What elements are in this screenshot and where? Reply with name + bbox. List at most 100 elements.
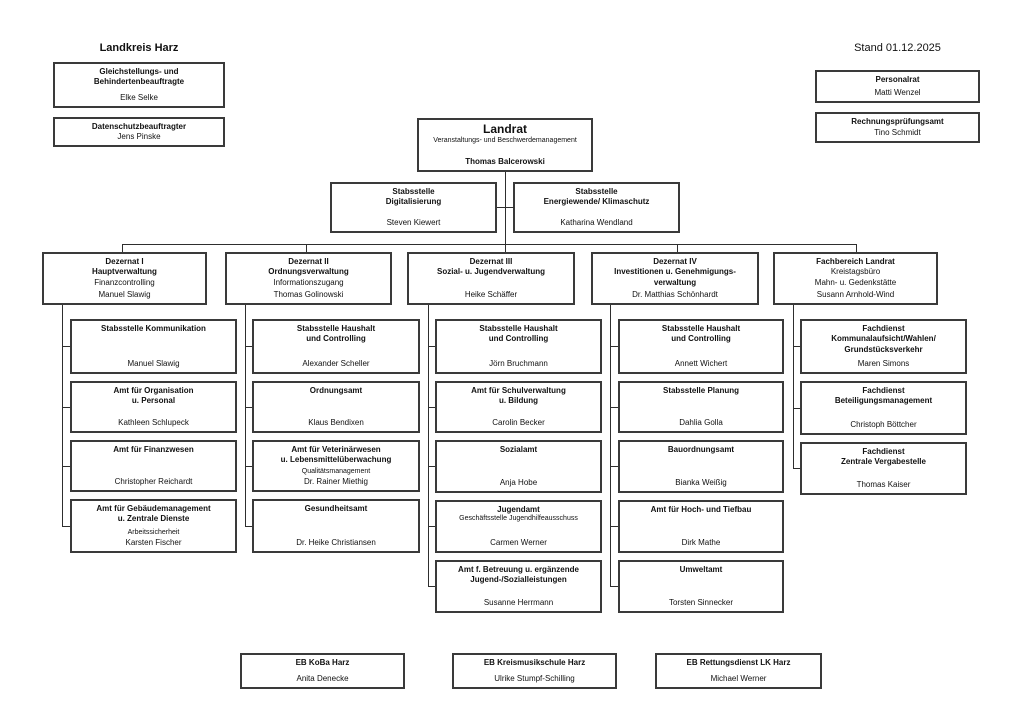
box-title: Fachdienst Kommunalaufsicht/Wahlen/ Grun… [831, 324, 936, 354]
box-eb-rettungsdienst: EB Rettungsdienst LK Harz Michael Werner [655, 653, 822, 689]
box-name: Dr. Matthias Schönhardt [632, 290, 718, 299]
box-name: Ulrike Stumpf-Schilling [494, 674, 575, 683]
box-sub: Informationszugang [273, 277, 344, 287]
connector-col1-trunk [62, 305, 63, 526]
connector-col3-stub [428, 466, 435, 467]
box-bauordnungsamt: Bauordnungsamt Bianka Weißig [618, 440, 784, 493]
box-title: Amt für Schulverwaltung u. Bildung [471, 386, 566, 406]
connector-col3-trunk [428, 305, 429, 586]
box-name: Christopher Reichardt [114, 477, 193, 486]
box-title: Bauordnungsamt [667, 445, 735, 454]
box-name: Klaus Bendixen [308, 418, 364, 427]
box-title-group: Fachbereich Landrat Kreistagsbüro Mahn- … [815, 257, 896, 288]
connector-col5-stub [793, 468, 800, 469]
box-datenschutzbeauftragter: Datenschutzbeauftragter Jens Pinske [53, 117, 225, 147]
chart-date: Stand 01.12.2025 [854, 42, 941, 54]
box-dezernat-3: Dezernat III Sozial- u. Jugendverwaltung… [407, 252, 575, 305]
box-name: Annett Wichert [674, 359, 728, 368]
box-name: Dr. Rainer Miethig [303, 477, 368, 486]
box-name: Jens Pinske [117, 132, 161, 142]
box-name: Susanne Herrmann [483, 598, 554, 607]
box-sub: Finanzcontrolling [94, 277, 155, 287]
box-name: Kathleen Schlupeck [118, 418, 189, 427]
box-sub: Geschäftsstelle Jugendhilfeausschuss [459, 515, 578, 523]
box-name: Elke Selke [120, 93, 158, 102]
box-name: Carmen Werner [490, 538, 547, 547]
box-stabsstelle-haushalt-d2: Stabsstelle Haushalt und Controlling Ale… [252, 319, 420, 374]
box-name: Manuel Slawig [127, 359, 180, 368]
connector-col2-stub [245, 466, 252, 467]
box-name: Dahlia Golla [679, 418, 723, 427]
connector-landrat-trunk [505, 172, 506, 252]
box-stabsstelle-planung: Stabsstelle Planung Dahlia Golla [618, 381, 784, 433]
box-stabsstelle-haushalt-d3: Stabsstelle Haushalt und Controlling Jör… [435, 319, 602, 374]
box-title: Ordnungsamt [309, 386, 363, 395]
box-amt-gebaeudemanagement: Amt für Gebäudemanagement u. Zentrale Di… [70, 499, 237, 553]
box-name: Torsten Sinnecker [668, 598, 734, 607]
connector-col4-stub [610, 526, 618, 527]
box-landrat: Landrat Veranstaltungs- und Beschwerdema… [417, 118, 593, 172]
box-stabsstelle-haushalt-d4: Stabsstelle Haushalt und Controlling Ann… [618, 319, 784, 374]
box-sozialamt: Sozialamt Anja Hobe [435, 440, 602, 493]
box-stabsstelle-energiewende: Stabsstelle Energiewende/ Klimaschutz Ka… [513, 182, 680, 233]
box-amt-veterinaerwesen: Amt für Veterinärwesen u. Lebensmittelüb… [252, 440, 420, 492]
box-name: Christoph Böttcher [850, 420, 917, 429]
box-name: Steven Kiewert [386, 218, 441, 227]
box-name: Thomas Balcerowski [465, 157, 545, 166]
box-title: Dezernat II Ordnungsverwaltung [268, 257, 349, 277]
connector-col1-stub [62, 346, 70, 347]
box-name: Alexander Scheller [302, 359, 370, 368]
box-title: Amt für Organisation u. Personal [113, 386, 194, 406]
box-title: Fachdienst Beteiligungsmanagement [834, 386, 933, 406]
box-name: Thomas Kaiser [856, 480, 911, 489]
box-eb-koba-harz: EB KoBa Harz Anita Denecke [240, 653, 405, 689]
box-amt-organisation-personal: Amt für Organisation u. Personal Kathlee… [70, 381, 237, 433]
box-name: Heike Schäffer [464, 290, 518, 299]
box-name: Jörn Bruchmann [489, 359, 548, 368]
box-amt-finanzwesen: Amt für Finanzwesen Christopher Reichard… [70, 440, 237, 492]
box-dezernat-4: Dezernat IV Investitionen u. Genehmigung… [591, 252, 759, 305]
box-sub: Veranstaltungs- und Beschwerdemanagement [433, 136, 577, 144]
box-umweltamt: Umweltamt Torsten Sinnecker [618, 560, 784, 613]
box-title: Umweltamt [679, 565, 723, 574]
box-fachdienst-kommunalaufsicht: Fachdienst Kommunalaufsicht/Wahlen/ Grun… [800, 319, 967, 374]
box-title: Dezernat IV Investitionen u. Genehmigung… [614, 257, 736, 287]
connector-stub-d2 [306, 244, 307, 252]
box-title: Fachdienst Zentrale Vergabestelle [841, 447, 926, 467]
box-fachdienst-beteiligungsmanagement: Fachdienst Beteiligungsmanagement Christ… [800, 381, 967, 435]
box-title: Stabsstelle Digitalisierung [385, 187, 442, 207]
box-dezernat-1: Dezernat I Hauptverwaltung Finanzcontrol… [42, 252, 207, 305]
box-fachbereich-landrat: Fachbereich Landrat Kreistagsbüro Mahn- … [773, 252, 938, 305]
box-name: Maren Simons [857, 359, 910, 368]
box-name: Dirk Mathe [681, 538, 721, 547]
box-bottom-group: Qualitätsmanagement Dr. Rainer Miethig [302, 468, 370, 487]
chart-title: Landkreis Harz [99, 42, 179, 54]
box-name: Thomas Golinowski [273, 290, 344, 299]
box-name: Katharina Wendland [560, 218, 633, 227]
connector-col1-stub [62, 466, 70, 467]
connector-stub-fb [856, 244, 857, 252]
box-name: Carolin Becker [492, 418, 545, 427]
box-title: EB Rettungsdienst LK Harz [686, 658, 791, 667]
box-name: Dr. Heike Christiansen [296, 538, 376, 547]
box-title: Amt für Finanzwesen [113, 445, 194, 454]
box-title: Amt für Hoch- und Tiefbau [650, 505, 752, 514]
box-title-group: Landrat Veranstaltungs- und Beschwerdema… [433, 122, 577, 146]
box-title: EB Kreismusikschule Harz [483, 658, 586, 667]
box-title: Dezernat I Hauptverwaltung [92, 257, 157, 277]
box-bottom-group: Arbeitssicherheit Karsten Fischer [125, 529, 181, 548]
box-title-group: Dezernat I Hauptverwaltung Finanzcontrol… [92, 257, 157, 288]
box-name: Anja Hobe [499, 478, 538, 487]
box-title: Fachbereich Landrat [816, 257, 895, 266]
box-name: Matti Wenzel [874, 88, 921, 97]
box-amt-hoch-tiefbau: Amt für Hoch- und Tiefbau Dirk Mathe [618, 500, 784, 553]
connector-col5-stub [793, 408, 800, 409]
box-title: Sozialamt [499, 445, 538, 454]
box-title: Stabsstelle Kommunikation [101, 324, 206, 333]
box-title: Stabsstelle Energiewende/ Klimaschutz [543, 187, 650, 207]
connector-col4-stub [610, 586, 618, 587]
connector-col4-stub [610, 346, 618, 347]
box-title: Amt f. Betreuung u. ergänzende Jugend-/S… [458, 565, 579, 585]
box-eb-kreismusikschule: EB Kreismusikschule Harz Ulrike Stumpf-S… [452, 653, 617, 689]
